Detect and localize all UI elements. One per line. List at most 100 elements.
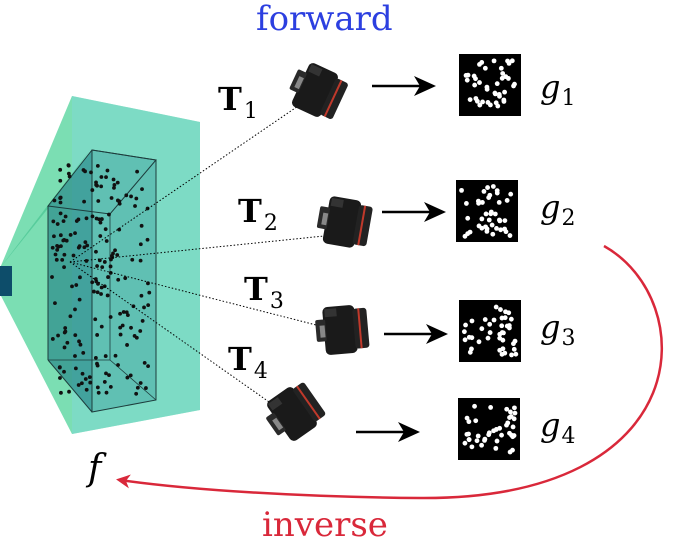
- camera-2: T2: [238, 192, 373, 248]
- volume-particle: [109, 196, 114, 200]
- volume-particle: [95, 361, 99, 366]
- illumination-frustum: [0, 96, 200, 434]
- volume-particle: [66, 171, 71, 176]
- particle: [482, 437, 487, 443]
- particle: [508, 191, 514, 197]
- particle: [485, 185, 490, 190]
- volume-particle: [118, 332, 123, 337]
- volume-particle: [104, 371, 108, 376]
- volume-particle: [134, 196, 139, 201]
- measurement-label-2: g2: [540, 188, 575, 231]
- particle: [487, 330, 493, 335]
- particle: [510, 424, 516, 430]
- particle: [479, 442, 484, 448]
- particle: [511, 341, 516, 347]
- volume-particle: [58, 178, 63, 183]
- particle: [472, 82, 478, 88]
- volume-particle: [113, 248, 117, 253]
- volume-particle: [108, 384, 113, 389]
- volume-particle: [112, 185, 116, 190]
- volume-particle: [116, 363, 120, 367]
- camera-icon: [266, 382, 326, 441]
- volume-particle: [140, 187, 144, 192]
- volume-particle: [102, 260, 107, 264]
- particle: [494, 190, 500, 196]
- volume-particle: [84, 259, 89, 263]
- particle: [496, 200, 502, 205]
- volume-particle: [68, 233, 73, 237]
- particle: [503, 309, 508, 315]
- particle: [503, 229, 509, 235]
- volume-particle: [147, 290, 152, 295]
- volume-particle: [120, 323, 125, 328]
- volume-particle: [77, 244, 82, 249]
- particle: [499, 323, 505, 329]
- volume-particle: [62, 265, 66, 270]
- particle: [461, 329, 467, 335]
- volume-particle: [62, 252, 67, 257]
- light-source: [0, 266, 12, 296]
- volume-particle: [118, 325, 123, 330]
- volume-particle: [85, 243, 90, 248]
- volume-particle: [78, 342, 83, 347]
- volume-particle: [129, 194, 133, 199]
- volume-particle: [61, 238, 66, 243]
- volume-particle: [104, 239, 109, 243]
- volume-particle: [129, 325, 133, 330]
- particle: [486, 430, 492, 436]
- volume-particle: [81, 350, 86, 355]
- particle: [508, 316, 514, 322]
- particle: [502, 218, 508, 223]
- volume-particle: [111, 177, 116, 182]
- camera-4: T4: [228, 340, 326, 441]
- measurement-label-3: g3: [540, 308, 575, 351]
- volume-particle: [100, 265, 105, 270]
- inverse-label: inverse: [262, 505, 388, 541]
- particle-image-2: [456, 180, 518, 242]
- volume-particle: [52, 234, 56, 239]
- particle: [510, 447, 515, 453]
- particle: [475, 433, 481, 439]
- volume-particle: [124, 193, 129, 198]
- particle: [492, 91, 498, 97]
- particle: [502, 89, 507, 95]
- particle: [474, 438, 480, 444]
- volume-particle: [58, 233, 63, 238]
- particle: [499, 75, 505, 81]
- particle: [480, 200, 485, 205]
- volume-particle: [93, 277, 98, 281]
- volume-particle: [55, 222, 60, 226]
- volume-particle: [96, 390, 101, 395]
- volume-particle: [55, 244, 59, 248]
- volume-particle: [125, 313, 130, 318]
- volume-particle: [95, 333, 100, 337]
- volume-particle: [88, 380, 93, 385]
- volume-particle: [64, 238, 69, 243]
- volume-particle: [135, 169, 140, 174]
- particle: [485, 100, 491, 105]
- volume-particle: [74, 219, 79, 223]
- volume-particle: [65, 340, 70, 345]
- particle: [464, 77, 470, 83]
- volume-particle: [58, 167, 63, 172]
- particle: [473, 76, 478, 82]
- particle: [508, 409, 513, 415]
- volume-particle: [63, 214, 68, 219]
- particle: [499, 315, 505, 321]
- projection-arrow-3: [384, 324, 448, 344]
- particle: [493, 445, 499, 451]
- volume-particle: [108, 315, 113, 319]
- volume-particle: [128, 373, 133, 378]
- volume-particle: [70, 284, 74, 289]
- volume-particle: [74, 283, 79, 287]
- volume-particle: [83, 240, 88, 245]
- volume-particle: [59, 244, 63, 249]
- camera-1: T1: [218, 63, 348, 124]
- particle: [459, 187, 464, 193]
- particle: [462, 337, 468, 343]
- volume-particle: [130, 257, 135, 262]
- particle: [494, 81, 500, 87]
- volume-particle: [62, 345, 67, 350]
- volume-particle: [99, 217, 104, 221]
- particle: [509, 352, 514, 358]
